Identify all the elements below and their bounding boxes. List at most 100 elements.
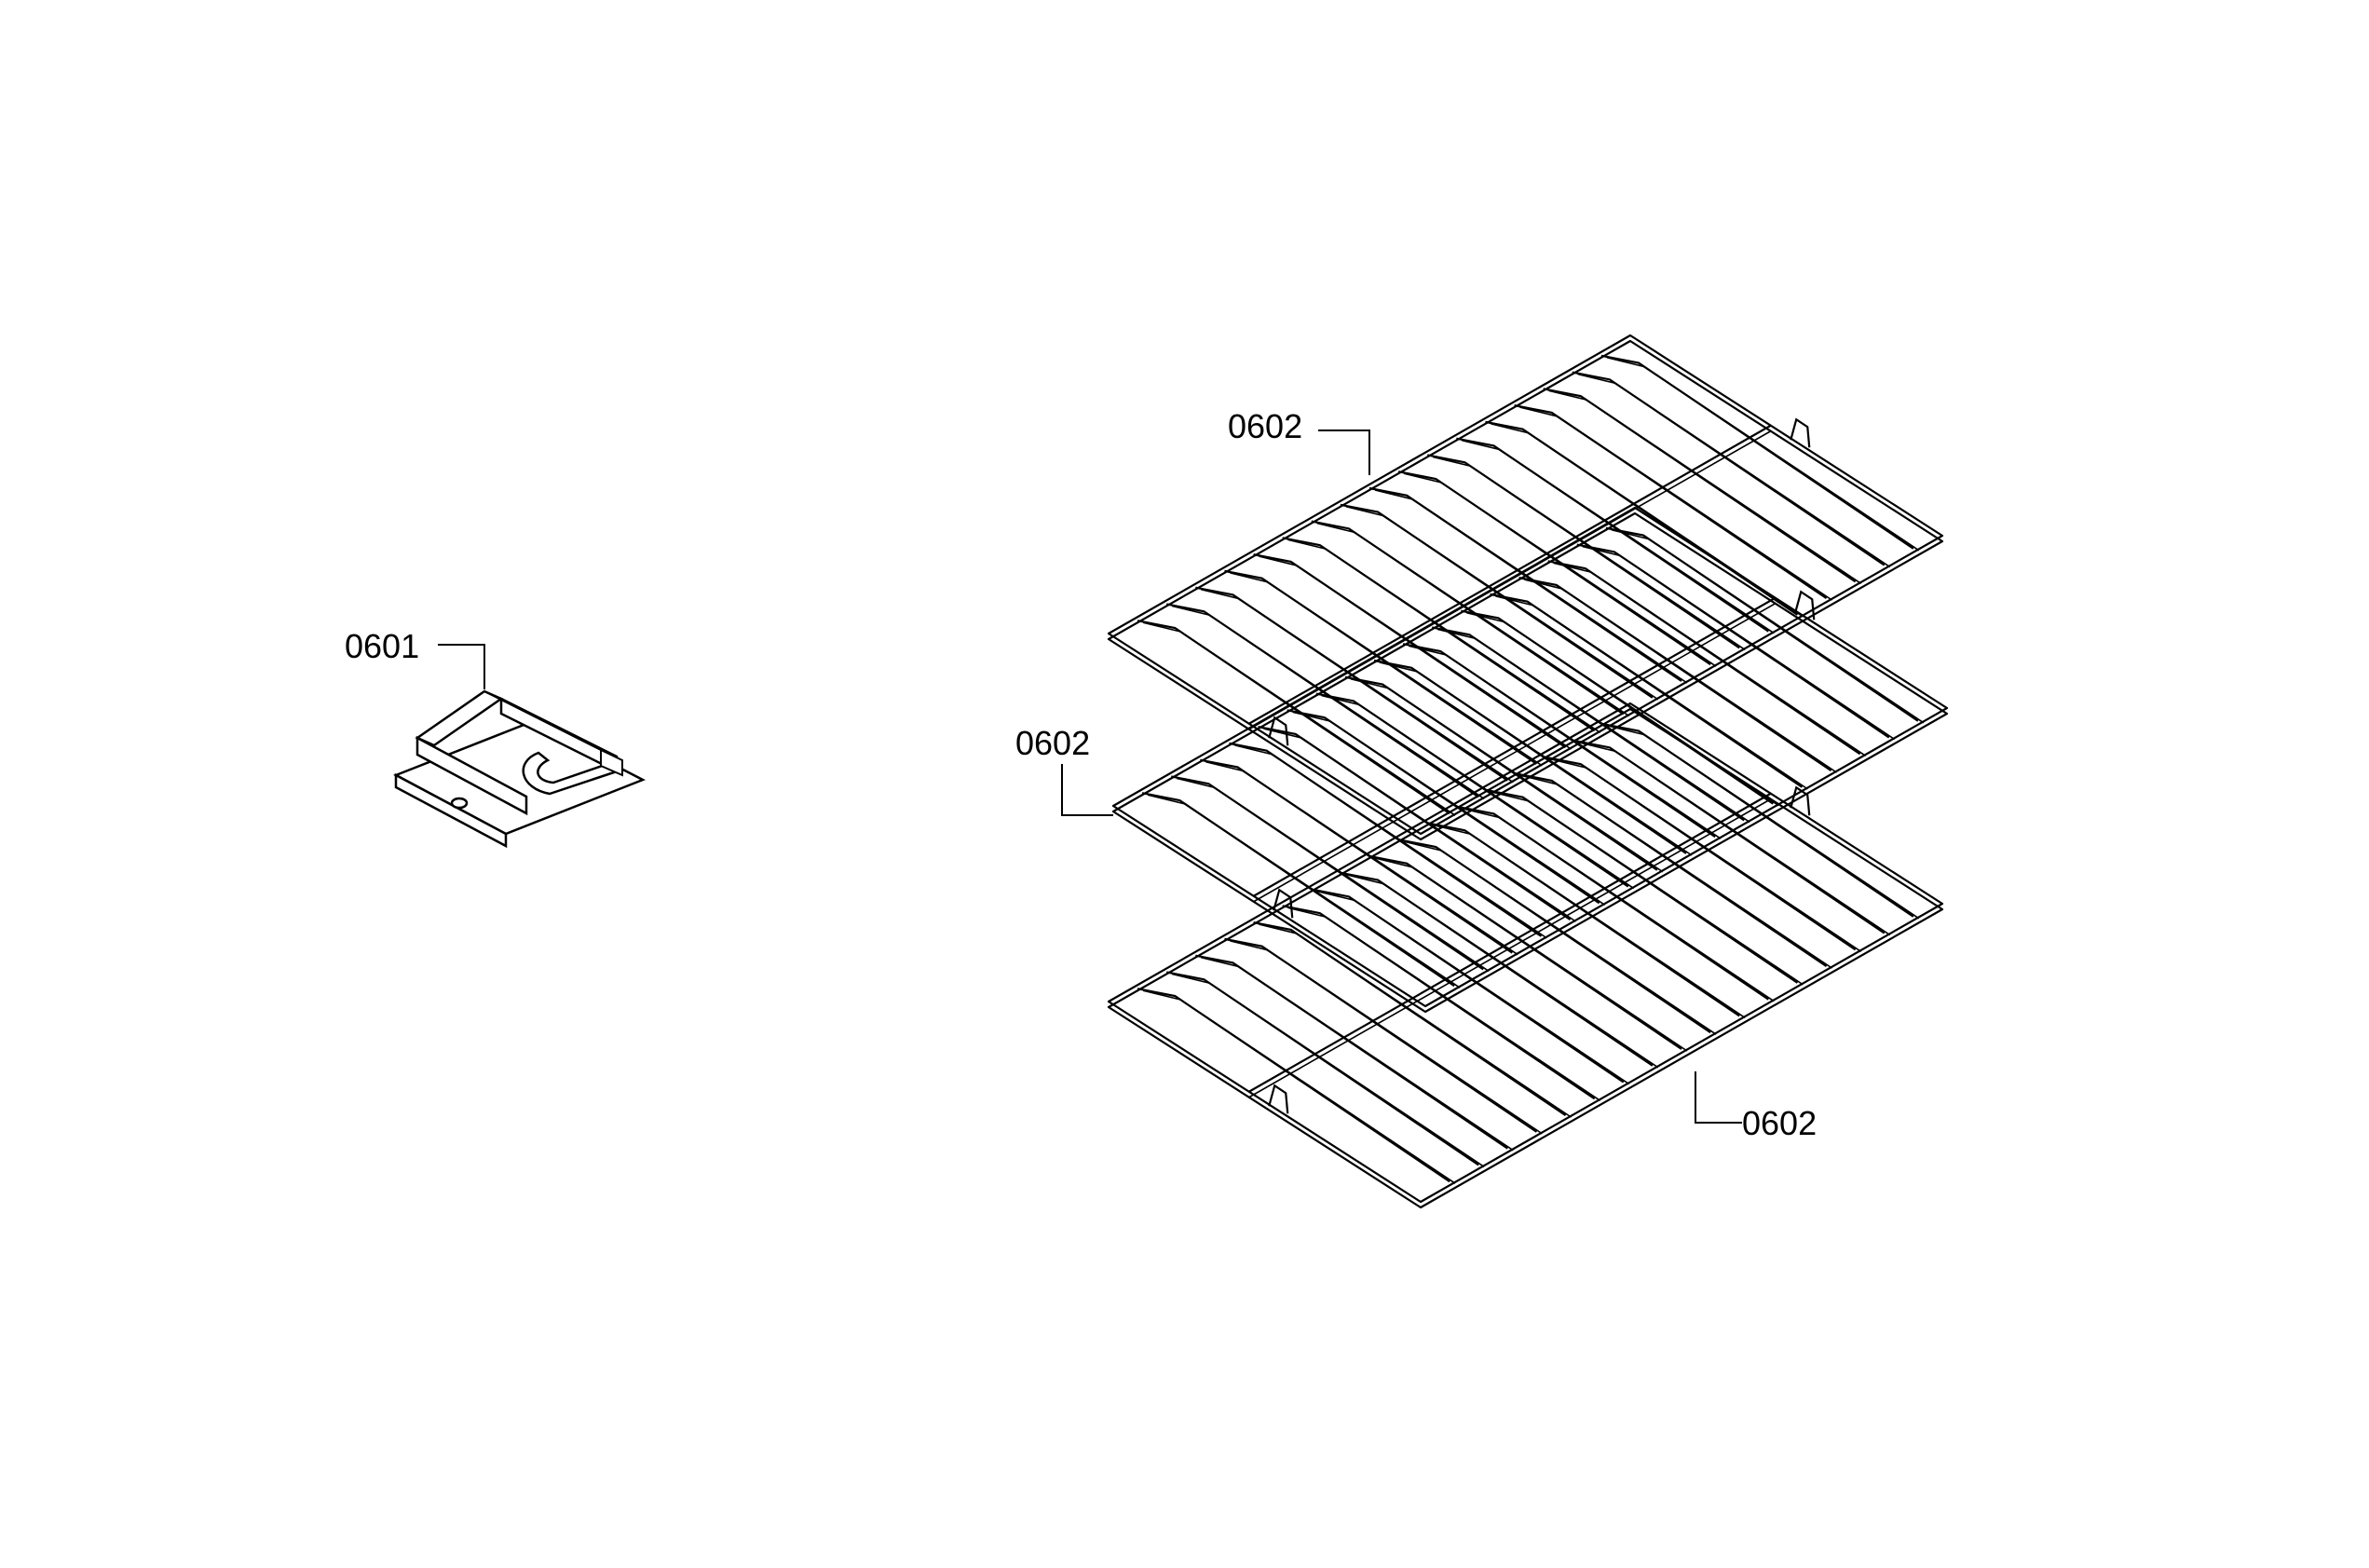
bracket-flange-left — [415, 735, 528, 816]
bracket-hole — [450, 797, 469, 810]
rack-top-wire-shadow-17 — [1606, 357, 1920, 552]
part-0601-bracket — [393, 689, 647, 849]
bracket-plate-edge — [394, 772, 508, 849]
rack-bottom-support-bar — [1248, 792, 1772, 1093]
rack-bottom-wire-shadow-9 — [1374, 857, 1688, 1052]
rack-top-wire-17 — [1600, 354, 1914, 550]
rack-middle-wire-shadow-15 — [1553, 562, 1867, 757]
rack-middle-notch-1 — [1794, 590, 1816, 620]
leader-0602-middle — [1061, 764, 1113, 816]
rack-middle-wire-3 — [1200, 758, 1513, 954]
rack-bottom-wire-4 — [1224, 937, 1538, 1133]
rack-top-wire-10 — [1397, 470, 1711, 666]
leader-0601 — [438, 644, 485, 689]
rack-middle-wire-shadow-8 — [1350, 678, 1664, 873]
rack-bottom-wire-17 — [1600, 722, 1914, 918]
rack-top-wire-shadow-8 — [1345, 506, 1659, 701]
rack-bottom-wire-shadow-4 — [1230, 940, 1543, 1135]
rack-bottom-support-bar-lower — [1248, 798, 1772, 1098]
rack-middle-frame-0 — [1111, 506, 1949, 1008]
rack-top-wire-shadow-4 — [1230, 572, 1543, 767]
rack-bottom-wire-shadow-8 — [1345, 874, 1659, 1069]
rack-bottom-wire-shadow-11 — [1433, 824, 1746, 1019]
rack-middle-wire-shadow-17 — [1611, 529, 1925, 724]
label-0602-top: 0602 — [1228, 407, 1302, 445]
rack-middle-wire-shadow-2 — [1177, 777, 1490, 973]
rack-bottom-wire-shadow-7 — [1316, 890, 1630, 1085]
bracket-flange-top — [483, 690, 618, 757]
rack-top-wire-8 — [1340, 503, 1654, 699]
rack-bottom-notch-1 — [1790, 785, 1811, 816]
label-0601: 0601 — [345, 627, 419, 665]
leader-0602-bottom — [1695, 1071, 1742, 1124]
rack-top-notch-1 — [1790, 417, 1811, 448]
oven-racks — [1107, 334, 1949, 1209]
rack-middle-wire-13 — [1490, 593, 1804, 788]
rack-bottom-wire-shadow-3 — [1201, 956, 1514, 1152]
rack-bottom-wire-shadow-10 — [1403, 840, 1717, 1035]
rack-middle-wire-11 — [1432, 626, 1745, 822]
rack-middle-wire-shadow-7 — [1321, 694, 1635, 890]
label-0602-middle: 0602 — [1015, 724, 1090, 762]
rack-top-wire-15 — [1543, 388, 1857, 583]
rack-bottom-wire-3 — [1195, 954, 1508, 1150]
rack-bottom-wire-8 — [1340, 871, 1654, 1067]
rack-top-wire-shadow-9 — [1374, 489, 1688, 684]
rack-top-frame-0 — [1107, 334, 1944, 836]
rack-middle-wire-shadow-14 — [1524, 579, 1838, 773]
rack-bottom-wire-shadow-12 — [1462, 807, 1775, 1002]
rack-bottom-wire-10 — [1397, 839, 1711, 1034]
rack-middle-wire-9 — [1373, 659, 1687, 854]
rack-bottom-wire-15 — [1543, 756, 1857, 951]
rack-top-wire-4 — [1224, 569, 1538, 765]
rack-bottom-wire-11 — [1427, 822, 1740, 1017]
rack-middle-wire-shadow-9 — [1379, 661, 1693, 856]
rack-middle-wire-10 — [1402, 643, 1716, 839]
rack-top-wire-shadow-10 — [1403, 472, 1717, 667]
rack-middle-wire-15 — [1547, 560, 1861, 756]
rack-bottom-wire-14 — [1514, 772, 1828, 968]
rack-middle-wire-7 — [1315, 692, 1629, 888]
rack-top-wire-5 — [1253, 553, 1567, 749]
rack-top-wire-shadow-13 — [1491, 423, 1804, 618]
rack-bottom-wire-1 — [1137, 988, 1450, 1183]
rack-top-wire-14 — [1514, 404, 1828, 600]
rack-top-wire-12 — [1456, 437, 1769, 633]
rack-bottom-wire-shadow-15 — [1548, 757, 1862, 952]
rack-top-wire-shadow-7 — [1316, 522, 1630, 717]
rack-middle-wire-17 — [1605, 526, 1919, 722]
rack-bottom-notch-0 — [1268, 1084, 1289, 1114]
rack-bottom-wire-9 — [1368, 854, 1682, 1050]
rack-top-wire-shadow-1 — [1142, 621, 1456, 816]
rack-middle-wire-shadow-11 — [1437, 628, 1750, 824]
rack-bottom-frame-0 — [1107, 702, 1944, 1204]
rack-top-wire-11 — [1427, 454, 1740, 649]
rack-top-wire-6 — [1282, 537, 1596, 732]
bracket-end-tab — [600, 748, 623, 777]
rack-middle-wire-shadow-16 — [1582, 545, 1896, 741]
rack-bottom — [1107, 702, 1944, 1209]
rack-top-wire-7 — [1311, 520, 1625, 716]
rack-middle-wire-14 — [1518, 577, 1832, 772]
rack-middle-wire-shadow-1 — [1147, 794, 1461, 989]
rack-top-wire-shadow-15 — [1548, 389, 1862, 584]
rack-middle-wire-4 — [1229, 742, 1543, 937]
rack-bottom-wire-5 — [1253, 921, 1567, 1117]
rack-middle-wire-6 — [1287, 709, 1600, 905]
rack-bottom-wire-6 — [1282, 905, 1596, 1100]
rack-middle-wire-shadow-4 — [1234, 744, 1547, 939]
rack-top-wire-shadow-2 — [1172, 605, 1485, 800]
rack-bottom-wire-13 — [1485, 788, 1799, 984]
rack-top-wire-9 — [1368, 486, 1682, 682]
rack-top-notch-0 — [1268, 716, 1289, 746]
rack-bottom-wire-16 — [1572, 739, 1886, 934]
rack-bottom-frame-1 — [1107, 707, 1944, 1209]
rack-bottom-wire-2 — [1166, 971, 1479, 1166]
rack-top-wire-shadow-12 — [1462, 439, 1775, 634]
rack-middle-wire-1 — [1141, 792, 1455, 988]
rack-bottom-wire-shadow-13 — [1491, 791, 1804, 986]
rack-bottom-wire-shadow-14 — [1519, 774, 1833, 969]
rack-bottom-wire-shadow-6 — [1287, 907, 1601, 1101]
rack-middle — [1111, 506, 1949, 1014]
